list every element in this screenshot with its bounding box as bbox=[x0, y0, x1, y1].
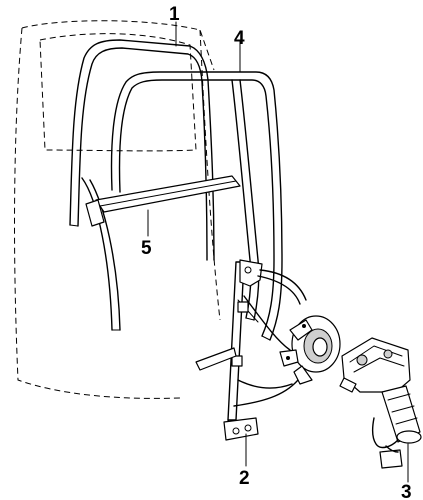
callout-3: 3 bbox=[401, 482, 412, 500]
callout-5: 5 bbox=[141, 238, 152, 259]
window-run-channel bbox=[69, 39, 215, 331]
cable-drum bbox=[279, 315, 341, 385]
leader-lines bbox=[147, 21, 409, 483]
glass-run-weatherstrip bbox=[110, 71, 283, 341]
callout-4: 4 bbox=[234, 28, 245, 49]
regulator-motor bbox=[339, 337, 422, 469]
callout-2: 2 bbox=[239, 468, 250, 489]
door-outline bbox=[14, 20, 221, 399]
belt-weatherstrip bbox=[85, 175, 241, 227]
window-regulator bbox=[195, 259, 341, 441]
callout-1: 1 bbox=[169, 4, 180, 25]
